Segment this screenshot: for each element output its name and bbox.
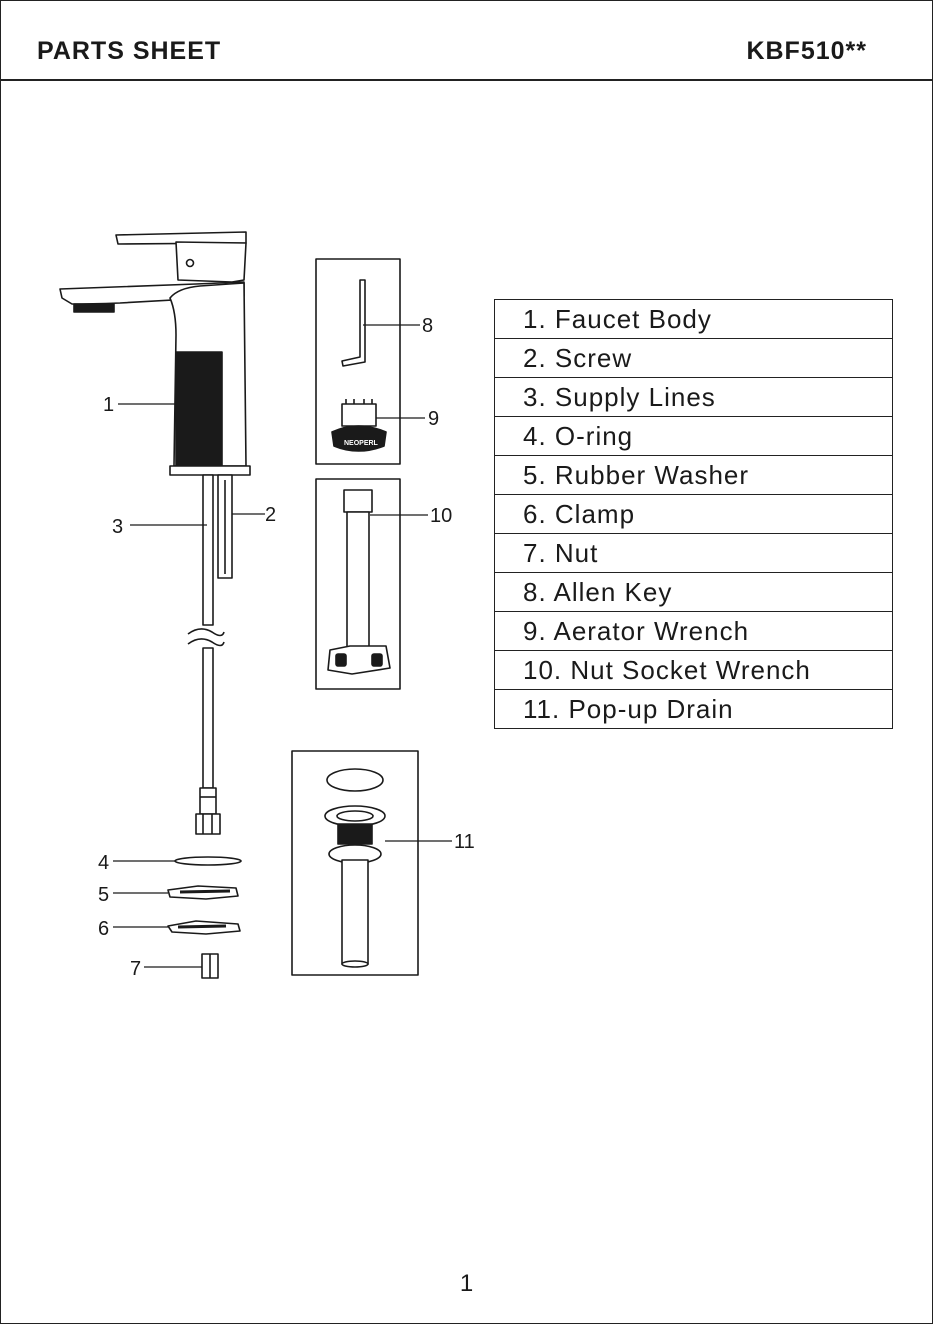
allen-key-drawing [342, 280, 365, 366]
parts-row: 7. Nut [495, 534, 893, 573]
part-name: 8. Allen Key [495, 573, 893, 612]
pop-up-drain-drawing [325, 769, 385, 967]
part-name: 3. Supply Lines [495, 378, 893, 417]
part-name: 5. Rubber Washer [495, 456, 893, 495]
callout-2: 2 [265, 504, 276, 526]
callout-9: 9 [428, 408, 439, 430]
callout-5: 5 [98, 884, 109, 906]
parts-row: 6. Clamp [495, 495, 893, 534]
callout-8: 8 [422, 315, 433, 337]
part-name: 1. Faucet Body [495, 300, 893, 339]
aerator-logo-text: NEOPERL [344, 440, 379, 447]
page-number: 1 [0, 1270, 933, 1298]
callout-3: 3 [112, 516, 123, 538]
parts-row: 11. Pop-up Drain [495, 690, 893, 729]
parts-row: 4. O-ring [495, 417, 893, 456]
parts-row: 5. Rubber Washer [495, 456, 893, 495]
callout-1: 1 [103, 394, 114, 416]
parts-list-table: 1. Faucet Body 2. Screw 3. Supply Lines … [494, 299, 893, 729]
callout-11: 11 [454, 831, 475, 853]
part-name: 4. O-ring [495, 417, 893, 456]
part-name: 10. Nut Socket Wrench [495, 651, 893, 690]
faucet-body-drawing [60, 232, 250, 834]
callout-6: 6 [98, 918, 109, 940]
part-name: 11. Pop-up Drain [495, 690, 893, 729]
parts-row: 8. Allen Key [495, 573, 893, 612]
part-name: 9. Aerator Wrench [495, 612, 893, 651]
parts-row: 3. Supply Lines [495, 378, 893, 417]
part-name: 2. Screw [495, 339, 893, 378]
callout-10: 10 [430, 505, 452, 527]
callout-4: 4 [98, 852, 109, 874]
nut-socket-wrench-drawing [328, 490, 390, 674]
leader-lines [113, 325, 452, 967]
part-name: 7. Nut [495, 534, 893, 573]
part-name: 6. Clamp [495, 495, 893, 534]
mounting-hardware-drawing [168, 857, 241, 978]
parts-row: 1. Faucet Body [495, 300, 893, 339]
parts-row: 9. Aerator Wrench [495, 612, 893, 651]
callout-7: 7 [130, 958, 141, 980]
parts-row: 2. Screw [495, 339, 893, 378]
parts-row: 10. Nut Socket Wrench [495, 651, 893, 690]
